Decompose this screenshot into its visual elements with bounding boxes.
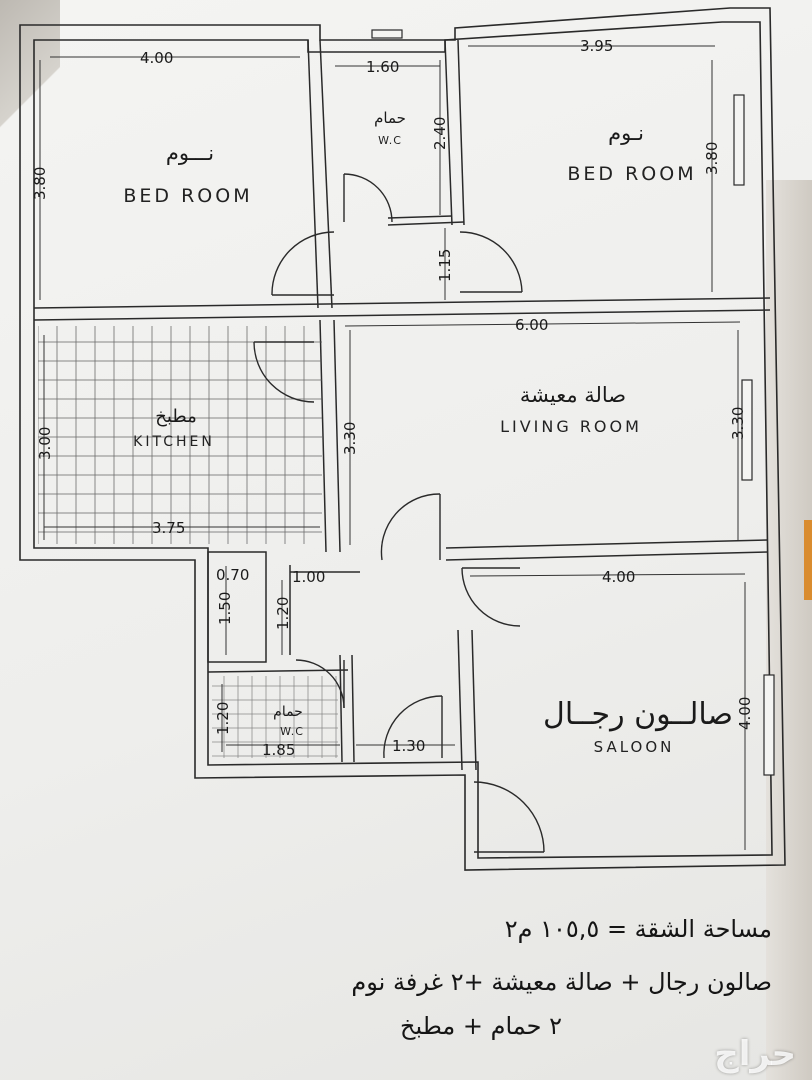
dim-living-width: 6.00	[515, 316, 548, 334]
label-kitchen-ar: مطبخ	[155, 406, 196, 427]
label-wc-top-ar: حمام	[374, 109, 406, 127]
dim-saloon-height: 4.00	[736, 697, 754, 730]
dim-kitchen-width: 3.75	[152, 519, 185, 537]
dim-bed-left-width: 4.00	[140, 49, 173, 67]
dim-bed-right-height: 3.80	[703, 142, 721, 175]
dim-bed-left-height: 3.80	[31, 167, 49, 200]
dim-kitchen-height: 3.00	[36, 427, 54, 460]
kitchen-tiles	[38, 326, 322, 544]
label-living-ar: صالة معيشة	[520, 383, 626, 407]
dim-wc-top-height: 2.40	[431, 117, 449, 150]
note-line-2: ٢ حمام + مطبخ	[399, 1012, 562, 1040]
label-living-en: LIVING ROOM	[500, 417, 642, 436]
label-bed-left-ar: نـــوم	[166, 141, 214, 165]
haraj-logo: حراج	[714, 1034, 796, 1074]
dim-saloon-width: 4.00	[602, 568, 635, 586]
dimension-lines	[39, 45, 746, 850]
label-saloon-en: SALOON	[594, 738, 675, 756]
label-wc-bottom-ar: حمام	[273, 704, 303, 720]
note-line-1: صالون رجال + صالة معيشة +٢ غرفة نوم	[351, 968, 772, 996]
dim-shaft-height: 1.50	[216, 592, 234, 625]
dim-living-height-left: 3.30	[341, 422, 359, 455]
label-wc-bottom-en: W.C	[280, 725, 304, 738]
label-bed-left-en: BED ROOM	[123, 185, 252, 207]
label-saloon-ar: صالــون رجــال	[543, 697, 733, 732]
dim-entry-width: 1.30	[392, 737, 425, 755]
label-kitchen-en: KITCHEN	[133, 434, 215, 450]
dim-corridor-width: 1.15	[436, 249, 454, 282]
dim-wc-bottom-width: 1.85	[262, 741, 295, 759]
dim-bed-right-width: 3.95	[580, 37, 613, 55]
doors	[253, 173, 545, 853]
folder-edge	[804, 520, 812, 600]
wc-tiles	[212, 676, 338, 758]
dim-shaft-width: 0.70	[216, 566, 249, 584]
windows	[371, 29, 775, 776]
dim-wc-bottom-height: 1.20	[214, 702, 232, 735]
note-area: مساحة الشقة = ١٠٥,٥ م٢	[504, 915, 772, 943]
label-wc-top-en: W.C	[378, 134, 402, 147]
page-edge	[766, 180, 812, 1080]
label-bed-right-ar: نـوم	[608, 121, 644, 145]
dim-living-height-right: 3.30	[729, 407, 747, 440]
label-bed-right-en: BED ROOM	[567, 163, 696, 185]
dim-shaft-height-2: 1.20	[274, 597, 292, 630]
interior-walls	[33, 39, 771, 771]
dim-shaft-width-2: 1.00	[292, 568, 325, 586]
dim-wc-top-width: 1.60	[366, 58, 399, 76]
